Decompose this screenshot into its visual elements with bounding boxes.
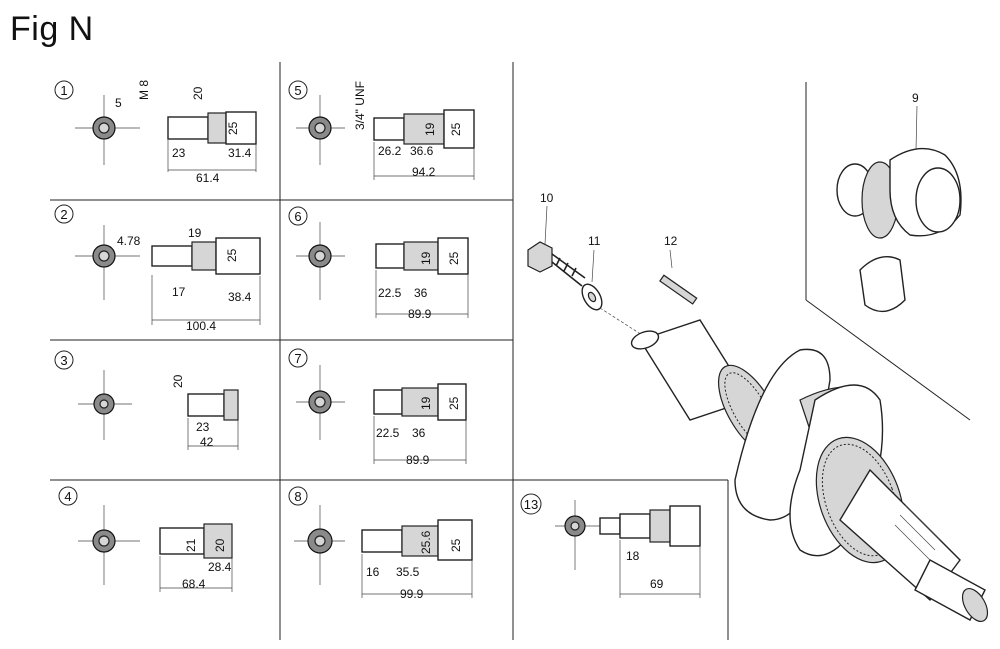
panel-number: 13 bbox=[524, 497, 538, 512]
dim-label: 5 bbox=[115, 96, 122, 110]
dim-label: 25 bbox=[226, 121, 240, 135]
shaft-profile bbox=[167, 116, 209, 140]
dim-label: 99.9 bbox=[400, 587, 424, 601]
callout-10: 10 bbox=[540, 191, 554, 205]
dim-label: 94.2 bbox=[412, 165, 436, 179]
panel-1: 1 5 M 8 20 25 23 31.4 61.4 bbox=[54, 80, 257, 185]
panel-number: 3 bbox=[60, 353, 67, 368]
dim-label: 23 bbox=[172, 146, 186, 160]
shaft-profile bbox=[187, 393, 225, 417]
dim-label: 36 bbox=[414, 286, 428, 300]
dim-label: 19 bbox=[419, 396, 433, 410]
panel-number: 2 bbox=[60, 207, 67, 222]
shaft-profile bbox=[373, 117, 405, 141]
panel-3: 3 20 23 42 bbox=[54, 350, 239, 450]
bolt-thread bbox=[551, 253, 586, 287]
panel-2: 2 4.78 19 25 17 38.4 100.4 bbox=[54, 204, 261, 333]
dim-label: 22.5 bbox=[376, 426, 400, 440]
panel-number: 6 bbox=[294, 209, 301, 224]
dim-label: 36.6 bbox=[410, 144, 434, 158]
dim-label: 17 bbox=[172, 285, 186, 299]
dim-label: 25 bbox=[447, 396, 461, 410]
dim-label: 22.5 bbox=[378, 286, 402, 300]
panel-number: 7 bbox=[294, 351, 301, 366]
callout-11: 11 bbox=[588, 234, 601, 248]
dim-label: 42 bbox=[200, 435, 214, 449]
dim-label: 3/4" UNF bbox=[353, 81, 367, 130]
panel-13: 13 18 69 bbox=[520, 493, 701, 598]
panel-grid bbox=[50, 62, 971, 640]
shaft-profile bbox=[151, 245, 193, 267]
dim-label: 28.4 bbox=[208, 560, 232, 574]
shaft-profile bbox=[361, 529, 403, 553]
dim-label: 16 bbox=[366, 565, 380, 579]
dim-label: 61.4 bbox=[196, 171, 220, 185]
dim-label: 20 bbox=[171, 374, 185, 388]
panel-number: 4 bbox=[64, 489, 71, 504]
dim-label: 31.4 bbox=[228, 146, 252, 160]
panel-8: 8 25.6 25 16 35.5 99.9 bbox=[288, 486, 473, 601]
panel-number: 5 bbox=[294, 83, 301, 98]
dim-label: 20 bbox=[213, 538, 227, 552]
dim-label: M 8 bbox=[137, 80, 151, 100]
panel-4: 4 21 20 28.4 68.4 bbox=[58, 486, 233, 592]
panel-7: 7 19 25 22.5 36 89.9 bbox=[288, 348, 467, 467]
shaft-profile bbox=[375, 243, 405, 269]
dim-label: 19 bbox=[188, 226, 202, 240]
woodruff-key bbox=[659, 274, 698, 305]
callout-12: 12 bbox=[664, 234, 678, 248]
dim-label: 21 bbox=[184, 538, 198, 552]
dim-label: 36 bbox=[412, 426, 426, 440]
dim-label: 35.5 bbox=[396, 565, 420, 579]
shaft-thread-end bbox=[961, 588, 989, 622]
dim-label: 100.4 bbox=[186, 319, 216, 333]
dim-label: 25 bbox=[449, 122, 463, 136]
panel-6: 6 19 25 22.5 36 89.9 bbox=[288, 206, 469, 321]
dim-label: 68.4 bbox=[182, 577, 206, 591]
dim-label: 20 bbox=[191, 86, 205, 100]
dim-label: 26.2 bbox=[378, 144, 402, 158]
bolt-head bbox=[527, 241, 553, 273]
dim-label: 89.9 bbox=[408, 307, 432, 321]
shaft-profile bbox=[373, 389, 403, 415]
dim-label: 25 bbox=[225, 248, 239, 262]
dim-label: 69 bbox=[650, 577, 664, 591]
dim-label: 25 bbox=[447, 251, 461, 265]
dim-label: 25 bbox=[449, 538, 463, 552]
dim-label: 38.4 bbox=[228, 290, 252, 304]
dim-label: 23 bbox=[196, 420, 210, 434]
dim-label: 18 bbox=[626, 549, 640, 563]
dim-label: 19 bbox=[423, 122, 437, 136]
panel-number: 8 bbox=[294, 489, 301, 504]
callout-9: 9 bbox=[912, 91, 919, 105]
panel-number: 1 bbox=[60, 83, 67, 98]
panel-number-circle bbox=[54, 80, 74, 100]
crankshaft-assembly: 10 11 12 bbox=[527, 191, 989, 622]
dim-label: 19 bbox=[419, 251, 433, 265]
shaft-profile bbox=[619, 513, 651, 539]
figure-title: Fig N bbox=[10, 10, 94, 48]
dim-label: 25.6 bbox=[419, 530, 433, 554]
dim-label: 89.9 bbox=[406, 453, 430, 467]
inset-part-9: 9 bbox=[836, 91, 962, 313]
panel-5: 5 3/4" UNF 19 25 26.2 36.6 94.2 bbox=[288, 80, 475, 180]
dim-label: 4.78 bbox=[117, 234, 141, 248]
